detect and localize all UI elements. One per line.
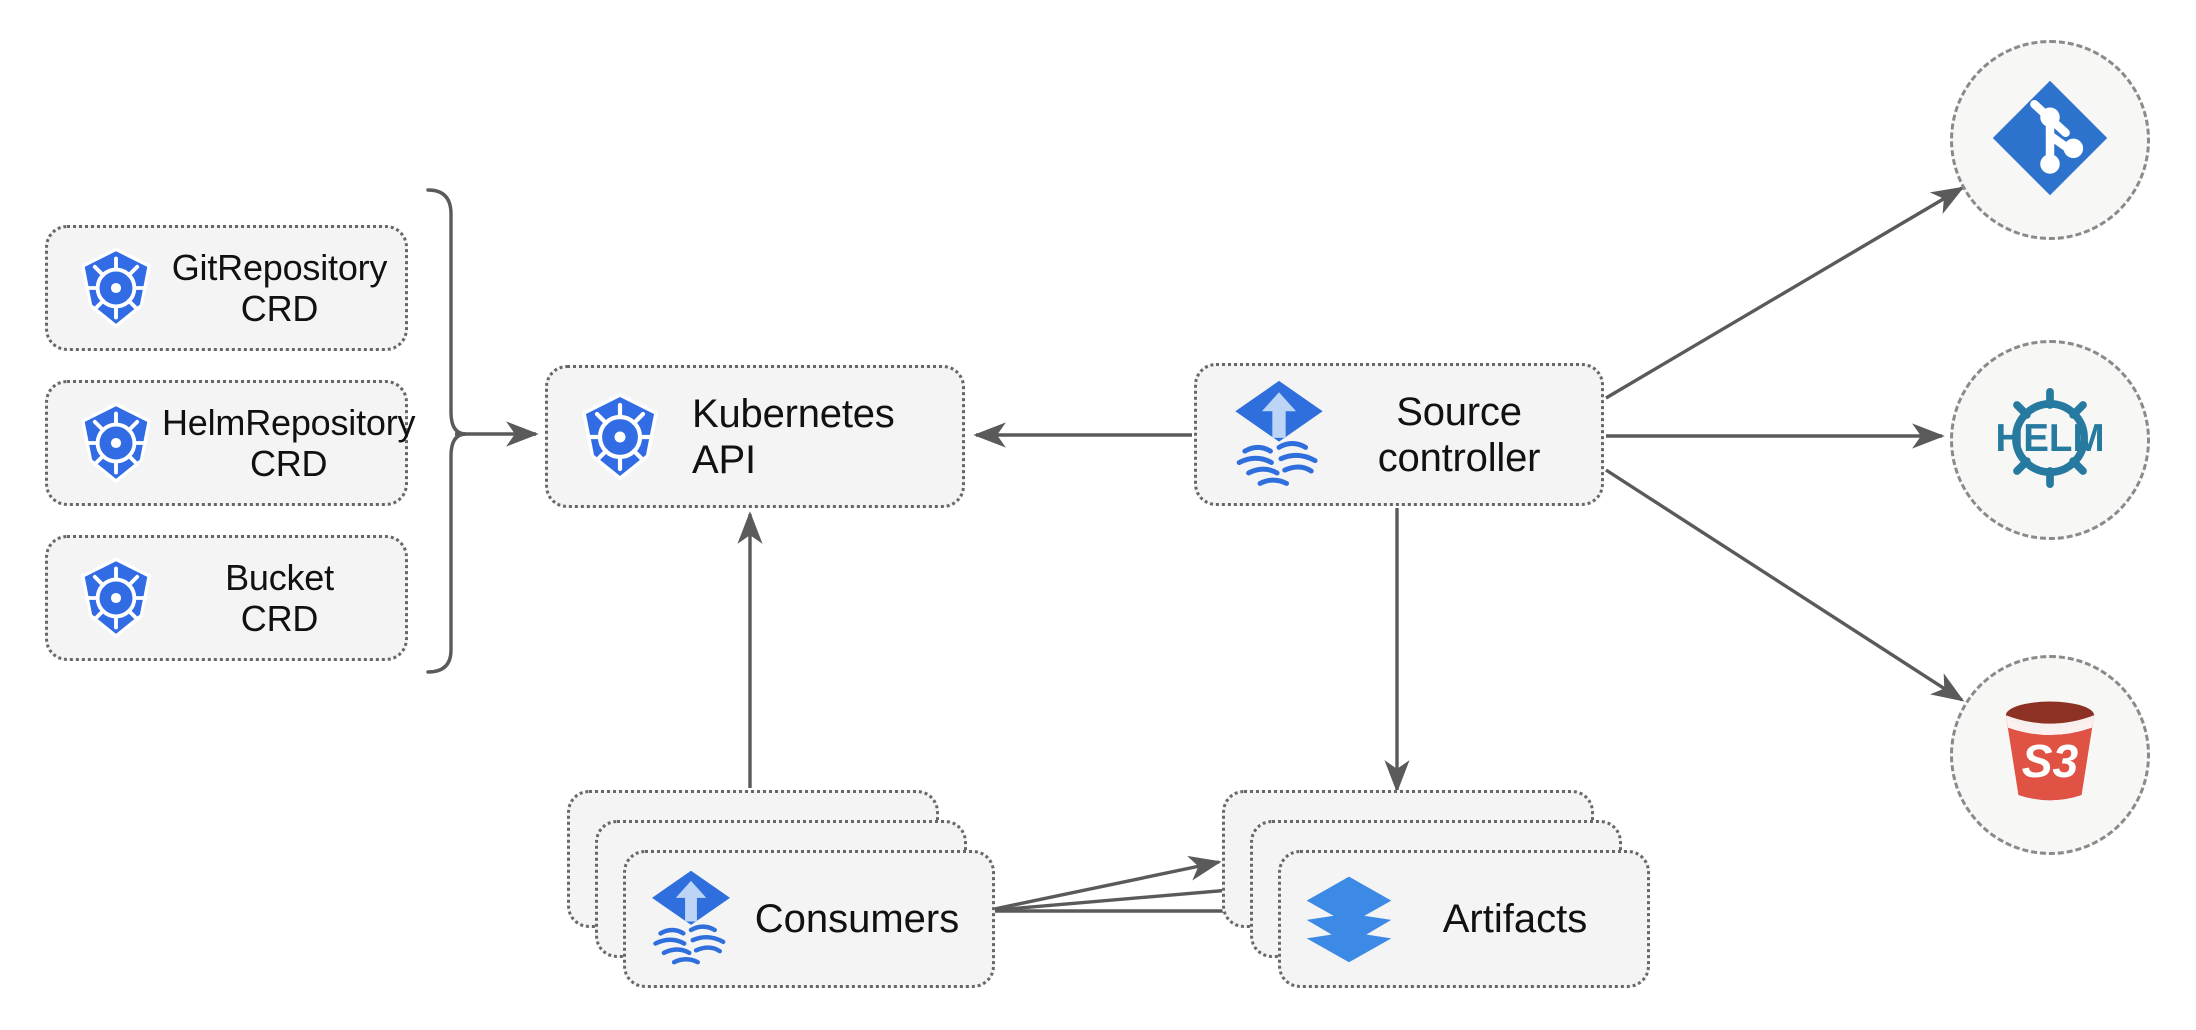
edge-source-controller-to-s3	[1605, 468, 1965, 702]
git-icon	[1985, 73, 2115, 208]
flux-icon	[1231, 379, 1327, 491]
kubernetes-icon	[70, 397, 162, 489]
consumers-card-front[interactable]: Consumers	[623, 850, 995, 988]
crd-group-brace	[426, 188, 467, 674]
artifacts-card-front[interactable]: Artifacts	[1278, 850, 1650, 988]
node-label: Artifacts	[1442, 896, 1588, 941]
edge-consumers-to-artifacts-back	[984, 855, 1222, 913]
node-label: Kubernetes API	[692, 391, 895, 482]
kubernetes-icon	[70, 552, 162, 644]
helm-icon: HELM	[1984, 372, 2116, 509]
s3-icon: S3	[1987, 690, 2113, 821]
svg-text:S3: S3	[2022, 735, 2079, 787]
node-consumers[interactable]: Consumers	[567, 790, 995, 988]
node-helm-source[interactable]: HELM	[1950, 340, 2150, 540]
node-artifacts[interactable]: Artifacts	[1222, 790, 1650, 988]
kubernetes-icon	[70, 242, 162, 334]
layers-icon	[1303, 873, 1395, 965]
node-git-source[interactable]	[1950, 40, 2150, 240]
flux-icon	[648, 869, 734, 969]
svg-text:HELM: HELM	[1995, 417, 2104, 460]
kubernetes-icon	[570, 387, 670, 487]
node-label: Consumers	[754, 896, 960, 941]
node-kubernetes-api[interactable]: Kubernetes API	[545, 365, 965, 508]
edge-consumers-to-artifacts-middle	[984, 878, 1256, 913]
edge-source-controller-to-git	[1605, 186, 1965, 400]
node-s3-source[interactable]: S3	[1950, 655, 2150, 855]
